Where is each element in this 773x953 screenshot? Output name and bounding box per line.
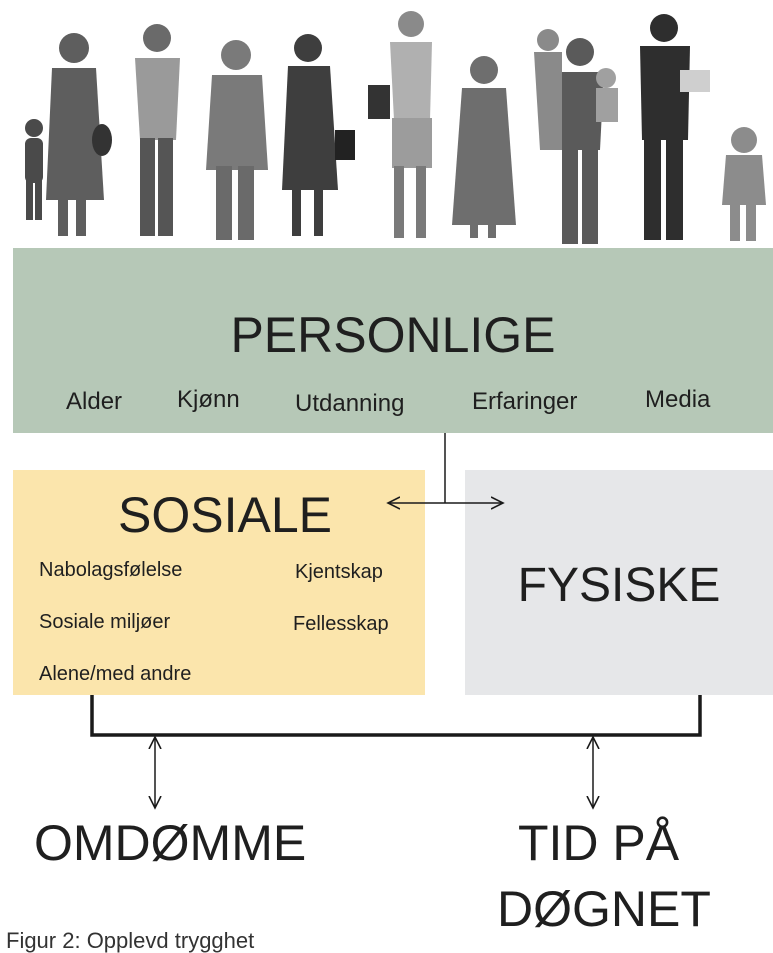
person-figure: [135, 24, 180, 236]
time-of-day-label-line1: TID PÅ: [518, 815, 680, 871]
reputation-label: OMDØMME: [34, 815, 307, 871]
personal-title: PERSONLIGE: [230, 307, 556, 363]
person-figure: [25, 119, 43, 220]
factor-community: Fellesskap: [293, 613, 389, 635]
factor-alone-with-others: Alene/med andre: [39, 663, 192, 685]
factor-gender: Kjønn: [177, 386, 240, 413]
physical-title: FYSISKE: [517, 559, 721, 612]
figure-caption: Figur 2: Opplevd trygghet: [6, 928, 255, 953]
physical-factors-box: FYSISKE: [465, 470, 773, 695]
person-figure: [722, 127, 766, 241]
time-of-day-label-line2: DØGNET: [497, 881, 711, 937]
factor-neighbourhood-feeling: Nabolagsfølelse: [39, 559, 183, 581]
person-figure: [534, 29, 618, 244]
person-figure: [46, 33, 112, 236]
bottom-bracket-line: [90, 695, 702, 737]
personal-factors-box: PERSONLIGE Alder Kjønn Utdanning Erfarin…: [13, 248, 773, 433]
factor-familiarity: Kjentskap: [295, 561, 383, 583]
factor-education: Utdanning: [295, 390, 405, 417]
social-factors-box: SOSIALE Nabolagsfølelse Kjentskap Sosial…: [13, 470, 425, 695]
person-figure: [640, 14, 710, 240]
people-photo-strip: [25, 11, 766, 244]
factor-age: Alder: [66, 388, 123, 415]
person-figure: [368, 11, 432, 238]
social-title: SOSIALE: [118, 487, 332, 543]
person-figure: [452, 56, 516, 238]
factor-social-environments: Sosiale miljøer: [39, 611, 171, 633]
factor-experiences: Erfaringer: [472, 388, 578, 415]
person-figure: [206, 40, 268, 240]
factor-media: Media: [645, 386, 711, 413]
person-figure: [282, 34, 355, 236]
